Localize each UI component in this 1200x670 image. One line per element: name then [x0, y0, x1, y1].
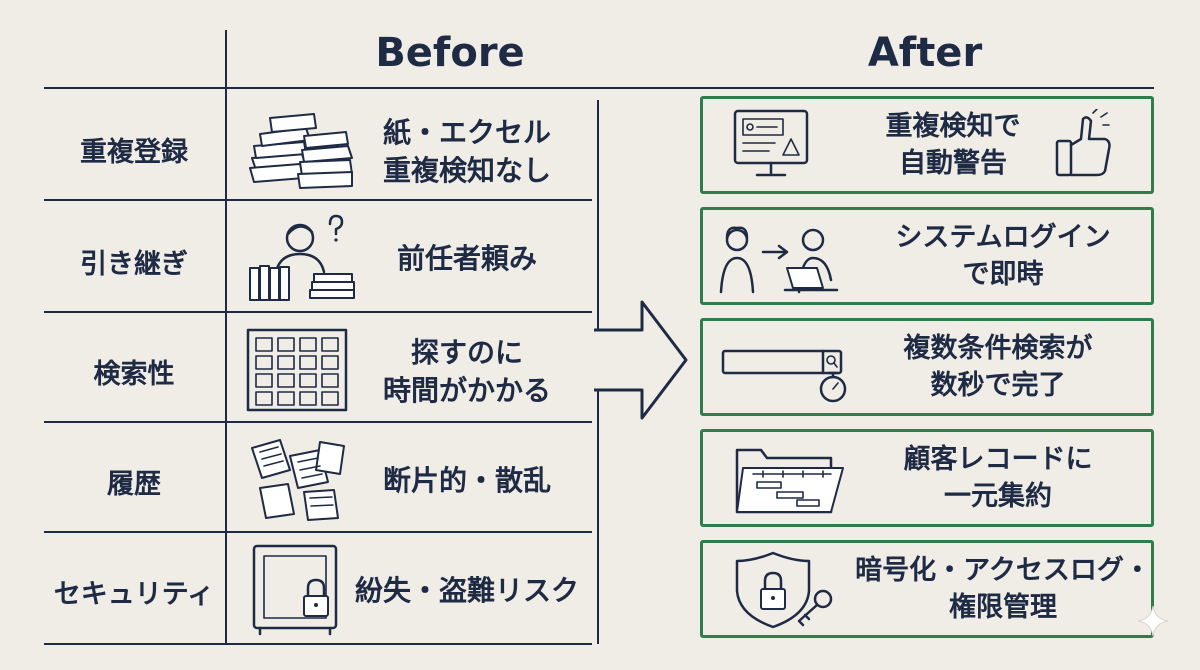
before-text-security-line1: 紛失・盗難リスク: [354, 574, 579, 607]
after-box-handover: システムログイン で即時: [700, 207, 1154, 305]
search-bar-stopwatch-icon: [721, 349, 847, 403]
thumbs-up-icon: [1055, 109, 1111, 177]
before-text-duplicate-line2: 重複検知なし: [382, 154, 551, 187]
before-text-duplicate-line1: 紙・エクセル: [382, 116, 551, 149]
row-label-duplicate: 重複登録: [80, 137, 188, 168]
before-text-handover: 前任者頼み: [332, 240, 602, 278]
after-text-security-line2: 権限管理: [949, 592, 1057, 623]
before-text-search-line2: 時間がかかる: [382, 374, 551, 407]
filing-cabinet-icon: [246, 328, 348, 412]
after-text-history-line1: 顧客レコードに: [903, 444, 1093, 475]
before-text-history-line1: 断片的・散乱: [382, 464, 551, 497]
safe-padlock-icon: [252, 544, 338, 636]
transition-arrow: [594, 300, 688, 420]
sparkle-icon: [1137, 605, 1169, 637]
before-text-history: 断片的・散乱: [332, 462, 602, 500]
row-label-security: セキュリティ: [53, 579, 215, 610]
after-text-search: 複数条件検索が 数秒で完了: [853, 321, 1143, 413]
shield-lock-key-icon: [735, 551, 833, 629]
before-text-duplicate: 紙・エクセル 重複検知なし: [332, 114, 602, 190]
row-label-history: 履歴: [107, 469, 161, 500]
after-text-handover: システムログイン で即時: [853, 210, 1153, 302]
row-label-search: 検索性: [93, 359, 175, 390]
after-box-search: 複数条件検索が 数秒で完了: [700, 318, 1154, 416]
after-text-duplicate: 重複検知で 自動警告: [833, 99, 1073, 191]
after-text-duplicate-line2: 自動警告: [899, 148, 1007, 179]
after-header: After: [867, 30, 983, 76]
after-box-security: 暗号化・アクセスログ・ 権限管理: [700, 540, 1154, 638]
folder-timeline-icon: [735, 448, 844, 514]
before-text-search: 探すのに 時間がかかる: [332, 334, 602, 410]
paper-stack-icon: [249, 113, 353, 189]
after-text-duplicate-line1: 重複検知で: [885, 111, 1021, 142]
after-text-handover-line1: システムログイン: [895, 222, 1111, 253]
before-header: Before: [375, 30, 525, 76]
confused-person-binders-icon: [249, 214, 355, 301]
row-label-handover: 引き継ぎ: [80, 249, 188, 280]
before-text-security: 紛失・盗難リスク: [332, 572, 602, 610]
before-text-handover-line1: 前任者頼み: [396, 242, 537, 275]
before-text-search-line1: 探すのに: [410, 336, 523, 369]
after-text-security-line1: 暗号化・アクセスログ・: [855, 555, 1151, 586]
after-text-search-line2: 数秒で完了: [930, 370, 1066, 401]
after-box-history: 顧客レコードに 一元集約: [700, 429, 1154, 527]
handover-laptop-icon: [719, 226, 839, 294]
scattered-papers-icon: [251, 439, 345, 521]
after-text-security: 暗号化・アクセスログ・ 権限管理: [853, 543, 1153, 635]
monitor-warning-thumbs-up-icon: [733, 109, 809, 177]
after-box-duplicate: 重複検知で 自動警告: [700, 96, 1154, 194]
after-text-history: 顧客レコードに 一元集約: [853, 432, 1143, 524]
after-text-search-line1: 複数条件検索が: [903, 333, 1093, 364]
after-text-history-line2: 一元集約: [944, 481, 1052, 512]
after-text-handover-line2: で即時: [962, 259, 1044, 290]
